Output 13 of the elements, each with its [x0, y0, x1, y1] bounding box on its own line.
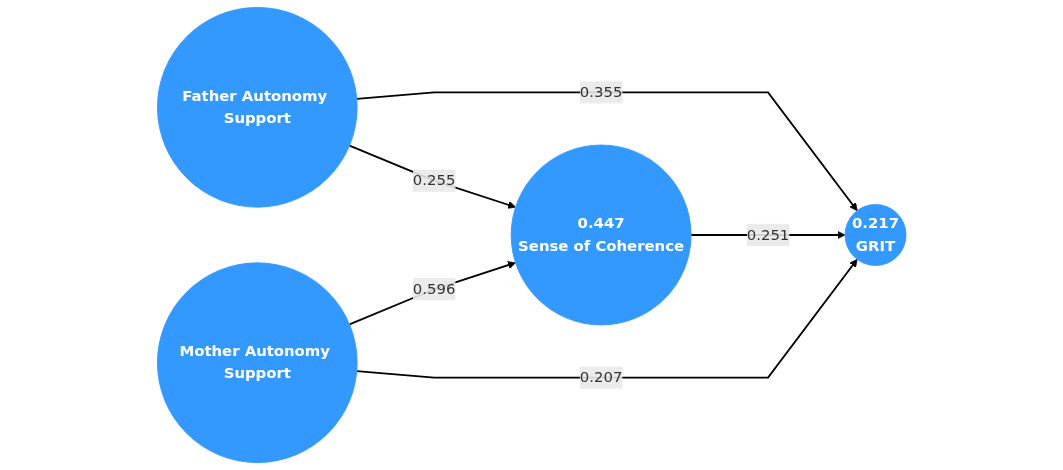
arrow [355, 258, 858, 379]
edge-label: 0.596 [412, 279, 456, 298]
node-circle: Father Autonomy Support [156, 6, 358, 208]
arrow [348, 261, 516, 326]
edge-label: 0.355 [579, 83, 623, 101]
node-circle: 0.447 Sense of Coherence [510, 144, 692, 326]
node-circle: 0.217 GRIT [844, 204, 907, 266]
arrow [348, 144, 516, 209]
edge-label: 0.255 [412, 171, 456, 190]
node-circle: Mother Autonomy Support [156, 262, 358, 463]
arrow [355, 91, 858, 212]
edge-label: 0.207 [579, 368, 623, 386]
edge-label: 0.251 [746, 225, 790, 244]
